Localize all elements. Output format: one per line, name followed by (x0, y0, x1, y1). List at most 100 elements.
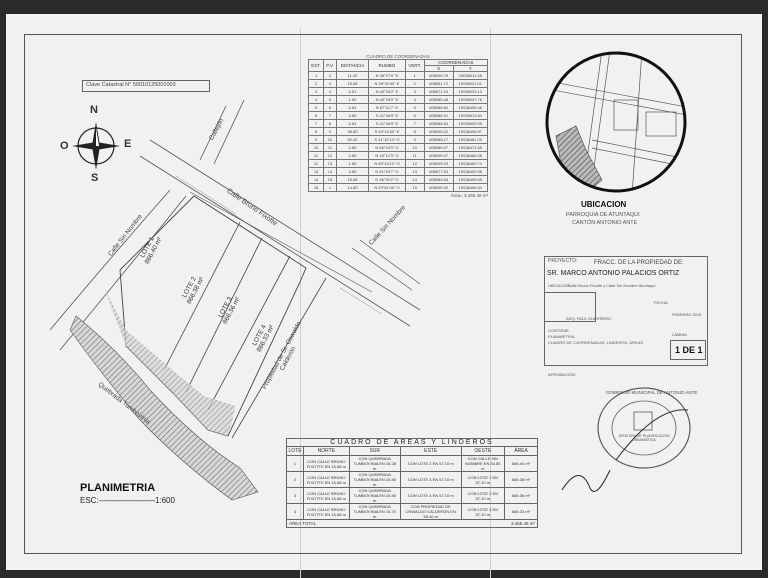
areas-cell: 866.40 m² (504, 455, 538, 472)
col-header: DISTANCIA (335, 59, 370, 72)
coord-cell: 808595.30 (423, 183, 454, 192)
areas-cell: CON QUEBRADA TUMBOVINIA EN 15.70 m (348, 503, 401, 520)
areas-cell: CON CALLE BRUNO FIXOTTE EN 15.68 m (303, 455, 350, 472)
date-label: FECHA: (654, 300, 669, 305)
coord-cell: 10036513.84 (452, 111, 489, 120)
areas-cell: CON LOTE 1 EN 57.10 m (460, 471, 506, 488)
project-owner: SR. MARCO ANTONIO PALACIOS ORTIZ (547, 270, 680, 277)
coord-cell: N 55°16'12" O (368, 159, 406, 168)
coord-cell: N 43°33'0" E (368, 95, 406, 104)
coord-cell: 8.51 (335, 87, 370, 96)
plan-frame (24, 34, 742, 554)
areas-cell: CON QUEBRADA TUMBOVINIA EN 15.80 m (348, 487, 401, 504)
coord-cell: 2.80 (335, 151, 370, 160)
areas-cell: CON LOTE 2 EN 57.10 m (399, 455, 462, 472)
areas-cell: CON CALLE BRUNO FIXOTTE EN 15.68 m (303, 471, 350, 488)
project-value: FRACC. DE LA PROPIEDAD DE: (594, 260, 684, 266)
coord-cell: 10036496.34 (452, 183, 489, 192)
coord-cell: S 41°48'9" E (368, 119, 406, 128)
areas-cell: CON LOTE 3 EN 57.10 m (399, 471, 462, 488)
col-header: P.V. (323, 59, 337, 72)
col-header: EST. (307, 59, 325, 72)
signature-label: ARQ. PAÚL GUERRERO (566, 316, 612, 321)
areas-total-row: ÁREA TOTAL 3.465.48 m² (286, 520, 538, 528)
coord-cell: 10036481.00 (452, 135, 489, 144)
areas-total: 3.465.48 m² (510, 521, 535, 526)
coord-cell: 10036047.76 (452, 95, 489, 104)
coord-cell: 10 (323, 135, 337, 144)
coord-cell: 6 (323, 103, 337, 112)
coordinates-table: CUADRO DE COORDENADAS EST. P.V. DISTANCI… (307, 54, 489, 198)
coord-cell: 5 (323, 95, 337, 104)
col-header: RUMBO (368, 59, 406, 72)
coord-cell: 4 (404, 95, 425, 104)
coord-cell: 11.20 (335, 71, 370, 80)
coord-cell: 10036466.68 (452, 151, 489, 160)
coord-cell: N 38°27'6" E (368, 71, 406, 80)
sheet-number: 1 DE 1 (675, 345, 703, 355)
coord-cell: 15 (323, 175, 337, 184)
coord-cell: 11 (404, 151, 425, 160)
coord-cell: 12 (323, 151, 337, 160)
coord-cell: N 41°49'7" O (368, 167, 406, 176)
areas-cell: 1 (286, 455, 304, 472)
coord-cell: 10036021.01 (452, 79, 489, 88)
plan-title: PLANIMETRIA (80, 482, 156, 494)
coord-cell: 10036033.13 (452, 87, 489, 96)
cadastral-key: Clave Catastral N° 50010125001003 (82, 80, 210, 92)
coord-cell: 10036495.46 (452, 103, 489, 112)
coord-cell: 808595.07 (423, 151, 454, 160)
areas-cell: 2 (286, 471, 304, 488)
areas-cell: 866.38 m² (504, 471, 538, 488)
compass-north: N (90, 104, 98, 116)
coord-total: Área= 3.465.48 m² (450, 193, 488, 198)
coord-cell: 14.80 (335, 183, 370, 192)
coord-cell: 12 (307, 159, 325, 168)
coord-cell: 13 (323, 159, 337, 168)
coord-cell: 1.80 (335, 159, 370, 168)
coord-cell: 1 (404, 71, 425, 80)
col-header: SUR (348, 446, 401, 456)
coord-cell: 8 (323, 119, 337, 128)
compass-south: S (91, 172, 99, 184)
location-map (542, 50, 692, 196)
coord-cell: S 41°48'9" E (368, 111, 406, 120)
coord-cell: 7 (404, 119, 425, 128)
coord-cell: 15 (307, 183, 325, 192)
coord-cell: 808585.83 (423, 119, 454, 128)
coord-cell: 15.68 (335, 79, 370, 88)
signature-scribble (561, 469, 611, 492)
coord-cell: 1 (323, 183, 337, 192)
coord-cell: 10036495.69 (452, 175, 489, 184)
compass-rose-icon (72, 122, 120, 170)
coord-cell: N 18°12'3" O (368, 151, 406, 160)
col-header: VERT. (404, 59, 425, 72)
coord-cell: 6 (404, 111, 425, 120)
coord-cell: 6 (307, 111, 325, 120)
coord-cell: 11 (323, 143, 337, 152)
areas-total-label: ÁREA TOTAL (289, 521, 317, 526)
project-label: PROYECTO: (548, 258, 578, 264)
coord-cell: 8 (404, 127, 425, 136)
col-header: NORTE (303, 446, 350, 456)
coord-cell: 12 (404, 159, 425, 168)
content-value-2: CUADRO DE COORDENADAS, LINDEROS, ÁREAS (548, 340, 643, 345)
coord-cell: 14 (323, 167, 337, 176)
coord-cell: 8.64 (335, 103, 370, 112)
coord-cell: 808577.63 (423, 167, 454, 176)
col-header: ÁREA (504, 446, 538, 456)
municipal-seal-graphic (597, 387, 691, 469)
address-label: UBICACIÓN (548, 283, 571, 288)
areas-cell: CON LOTE 3 EN 57.10 m (460, 503, 506, 520)
coord-cell: 3.80 (335, 111, 370, 120)
coord-cell: 2 (404, 79, 425, 88)
